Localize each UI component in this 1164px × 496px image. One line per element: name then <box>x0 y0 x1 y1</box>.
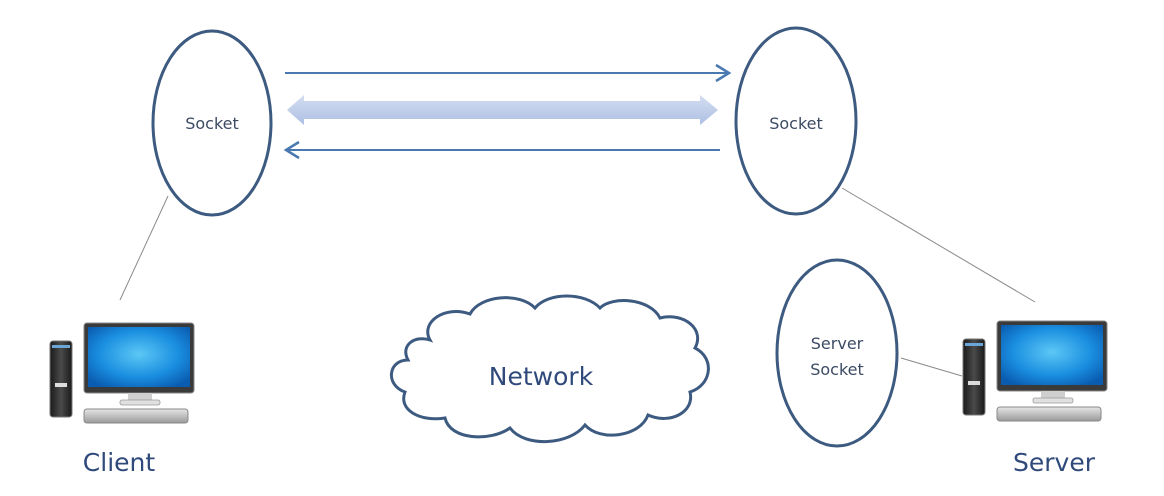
client-connector-line <box>119 195 169 301</box>
arrow-client-to-server <box>285 63 732 83</box>
server-socket-label: Socket <box>769 114 823 133</box>
listening-server-socket: Server Socket <box>775 258 899 448</box>
listening-connector-line <box>900 357 963 377</box>
server-computer: Server <box>962 320 1108 477</box>
listening-socket-label-line1: Server <box>811 334 864 353</box>
listening-socket-label-line2: Socket <box>810 360 864 379</box>
desktop-computer-icon <box>49 322 195 424</box>
network-cloud: Network <box>389 294 710 443</box>
server-label: Server <box>1013 448 1096 477</box>
client-label: Client <box>83 448 156 477</box>
arrow-server-to-client <box>283 140 720 160</box>
client-socket-label: Socket <box>185 114 239 133</box>
client-socket: Socket <box>151 29 273 217</box>
server-connector-line <box>841 187 1036 303</box>
network-label: Network <box>489 362 594 391</box>
server-socket: Socket <box>734 26 858 216</box>
bidirectional-thick-arrow <box>287 95 718 125</box>
desktop-computer-icon <box>962 320 1108 422</box>
client-computer: Client <box>49 322 195 477</box>
